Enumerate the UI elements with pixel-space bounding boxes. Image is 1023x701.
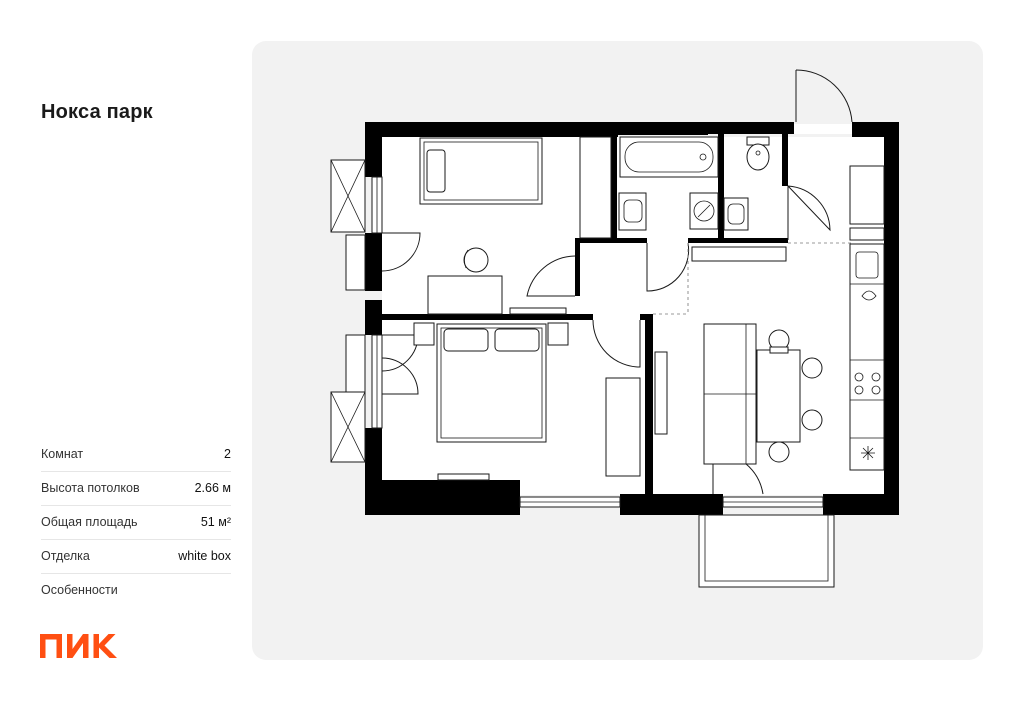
spec-value: 2 [224, 447, 231, 461]
spec-label: Отделка [41, 549, 90, 563]
spec-row-total-area: Общая площадь 51 м² [41, 506, 231, 540]
pik-logo [40, 634, 117, 658]
wardrobe-bottom [605, 377, 641, 477]
kitchen-counter [849, 165, 885, 471]
bed-single [419, 137, 543, 205]
spec-label: Общая площадь [41, 515, 138, 529]
desk-top [427, 247, 503, 315]
bed-double [413, 322, 569, 443]
sofa [703, 323, 757, 465]
spec-row-ceiling-height: Высота потолков 2.66 м [41, 472, 231, 506]
outer-walls [365, 122, 899, 515]
shelf [509, 307, 567, 315]
toilet [746, 136, 770, 171]
shelf-kitchen [691, 246, 787, 262]
radiator [437, 473, 490, 481]
spec-row-finish: Отделка white box [41, 540, 231, 574]
spec-label: Особенности [41, 583, 118, 597]
project-title: Нокса парк [41, 101, 153, 123]
spec-value: white box [178, 549, 231, 563]
dining-table [756, 329, 823, 463]
spec-row-features: Особенности [41, 574, 231, 607]
wc-sink [723, 197, 749, 231]
spec-row-rooms: Комнат 2 [41, 438, 231, 472]
spec-label: Комнат [41, 447, 84, 461]
doors [381, 69, 853, 495]
spec-label: Высота потолков [41, 481, 140, 495]
spec-value: 2.66 м [194, 481, 231, 495]
balconies [330, 159, 835, 588]
wardrobe-top [579, 136, 612, 239]
sidebar: Нокса парк Комнат 2 Высота потолков 2.66… [0, 0, 250, 701]
washing-machine [689, 192, 719, 230]
bath-sink [618, 192, 647, 231]
spec-value: 51 м² [200, 515, 231, 529]
tv-stand [654, 351, 668, 435]
interior-walls [382, 134, 788, 494]
bathtub [619, 136, 719, 178]
windows [371, 124, 852, 508]
specs-list: Комнат 2 Высота потолков 2.66 м Общая пл… [41, 438, 231, 607]
